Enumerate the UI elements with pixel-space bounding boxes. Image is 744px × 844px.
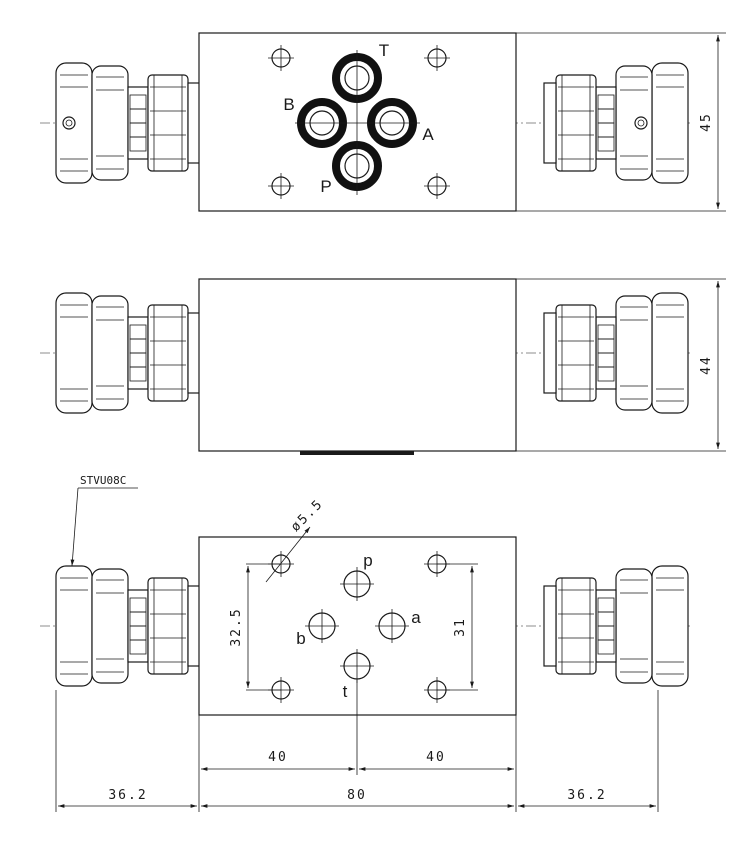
port-label-b: b bbox=[296, 629, 305, 648]
port-oring-icon bbox=[295, 50, 420, 195]
port-label-b: B bbox=[283, 95, 294, 114]
port-label-t: t bbox=[343, 682, 348, 701]
port-label-p: p bbox=[363, 551, 372, 570]
top-view: T B A P 45 bbox=[40, 32, 726, 212]
valve-body bbox=[198, 32, 517, 212]
bottom-view: p b a t ø5.5 32.5 31 STVU08C bbox=[40, 474, 690, 716]
port-label-t: T bbox=[379, 41, 389, 60]
mounting-hole-icon bbox=[268, 45, 450, 199]
side-view: 44 bbox=[40, 278, 726, 455]
screw-icon bbox=[634, 116, 648, 130]
port-label-a: a bbox=[411, 608, 421, 627]
valve-body-bottom bbox=[198, 536, 517, 716]
horizontal-dimensions: 40 40 36.2 80 36.2 bbox=[55, 680, 659, 812]
dimension-hole-spacing-left: 32.5 bbox=[229, 607, 244, 646]
valve-body-side bbox=[198, 278, 517, 452]
port-label-a: A bbox=[422, 125, 434, 144]
dimension-height-top: 45 bbox=[699, 112, 714, 132]
dimension-half-right: 40 bbox=[426, 750, 446, 765]
dimension-knob-left: 36.2 bbox=[108, 788, 147, 803]
dimension-body-width: 80 bbox=[347, 788, 367, 803]
dimension-hole-spacing-right: 31 bbox=[453, 617, 468, 637]
dimension-height-mid: 44 bbox=[699, 355, 714, 375]
port-label-p: P bbox=[320, 177, 331, 196]
dimension-half-left: 40 bbox=[268, 750, 288, 765]
dimension-knob-right: 36.2 bbox=[567, 788, 606, 803]
screw-icon bbox=[62, 116, 76, 130]
port-hole-icon bbox=[305, 567, 409, 683]
dimension-hole-diameter: ø5.5 bbox=[288, 496, 326, 534]
model-label: STVU08C bbox=[80, 474, 126, 487]
